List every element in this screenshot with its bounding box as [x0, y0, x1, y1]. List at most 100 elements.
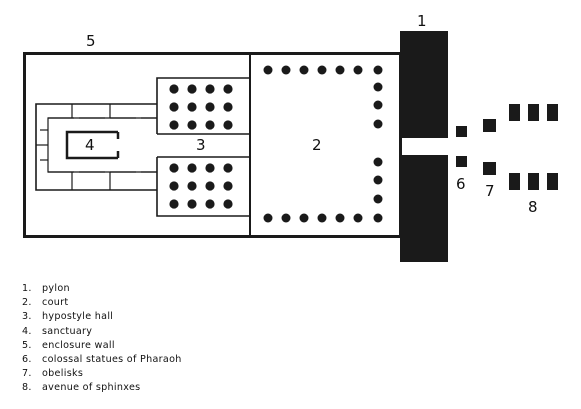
- column: [187, 84, 197, 94]
- column: [281, 213, 291, 223]
- column: [187, 181, 197, 191]
- column: [373, 100, 383, 110]
- column: [373, 175, 383, 185]
- column: [299, 65, 309, 75]
- column: [223, 84, 233, 94]
- label-sanctuary: 4: [85, 136, 95, 154]
- legend-text: obelisks: [42, 368, 84, 380]
- column: [169, 199, 179, 209]
- legend-number: 8.: [22, 382, 32, 394]
- column: [263, 213, 273, 223]
- column: [187, 120, 197, 130]
- sphinx: [509, 173, 520, 190]
- legend-item: 1. pylon: [22, 282, 182, 296]
- column: [205, 199, 215, 209]
- legend-number: 6.: [22, 353, 32, 365]
- column: [353, 65, 363, 75]
- hypostyle-hall: [156, 77, 250, 217]
- column: [263, 65, 273, 75]
- hypostyle-columns: [169, 84, 233, 209]
- label-court: 2: [312, 136, 322, 154]
- label-obelisks: 7: [485, 182, 495, 200]
- avenue-of-sphinxes: [509, 104, 558, 190]
- legend-text: court: [42, 297, 69, 309]
- legend-number: 3.: [22, 311, 32, 323]
- legend-text: hypostyle hall: [42, 311, 114, 323]
- column: [205, 84, 215, 94]
- legend-number: 1.: [22, 283, 32, 294]
- legend-text: sanctuary: [42, 325, 93, 337]
- column: [205, 120, 215, 130]
- column: [169, 84, 179, 94]
- column: [187, 102, 197, 112]
- inner-complex-outer-wall: [35, 103, 157, 191]
- legend-item: 3. hypostyle hall: [22, 310, 182, 324]
- legend-item: 4. sanctuary: [22, 325, 182, 339]
- hypostyle-hall-north-block: [156, 77, 250, 134]
- legend: 1. pylon 2. court 3. hypostyle hall 4. sanct…: [22, 282, 182, 396]
- column: [223, 163, 233, 173]
- legend-number: 5.: [22, 339, 32, 351]
- colossal-statue-north: [456, 126, 467, 137]
- legend-text: avenue of sphinxes: [42, 382, 141, 394]
- sphinx: [547, 173, 558, 190]
- column: [187, 163, 197, 173]
- label-sphinxes: 8: [528, 198, 538, 216]
- column: [353, 213, 363, 223]
- inner-complex-inner-wall: [47, 117, 157, 173]
- column: [223, 120, 233, 130]
- column: [205, 102, 215, 112]
- column: [373, 119, 383, 129]
- label-pylon: 1: [417, 12, 427, 30]
- legend-text: pylon: [42, 283, 70, 294]
- pylon-north-tower: [400, 31, 448, 138]
- column: [299, 213, 309, 223]
- column: [373, 213, 383, 223]
- legend-item: 7. obelisks: [22, 367, 182, 381]
- court-colonnade: [263, 65, 383, 223]
- column: [317, 65, 327, 75]
- column: [187, 199, 197, 209]
- column: [373, 194, 383, 204]
- column: [205, 181, 215, 191]
- column: [223, 102, 233, 112]
- legend-text: enclosure wall: [42, 339, 115, 351]
- sphinx: [528, 104, 539, 121]
- column: [205, 163, 215, 173]
- legend-item: 5. enclosure wall: [22, 339, 182, 353]
- legend-number: 7.: [22, 368, 32, 380]
- column: [281, 65, 291, 75]
- side-rooms: [36, 104, 157, 190]
- column: [223, 181, 233, 191]
- sphinx: [547, 104, 558, 121]
- column: [373, 157, 383, 167]
- temple-plan-diagram: 1 2 3 4 5 6 7 8: [23, 12, 558, 262]
- column: [335, 65, 345, 75]
- column: [223, 199, 233, 209]
- column: [373, 65, 383, 75]
- label-hypostyle-hall: 3: [196, 136, 206, 154]
- label-statues: 6: [456, 175, 466, 193]
- column: [335, 213, 345, 223]
- sphinx: [509, 104, 520, 121]
- legend-number: 2.: [22, 297, 32, 309]
- pylon-south-tower: [400, 155, 448, 262]
- hypostyle-hall-south-block: [156, 157, 250, 217]
- inner-sanctuary-complex: [35, 103, 157, 191]
- column: [169, 102, 179, 112]
- column: [169, 163, 179, 173]
- obelisk-north: [483, 119, 496, 132]
- obelisk-south: [483, 162, 496, 175]
- column: [169, 181, 179, 191]
- label-enclosure-wall: 5: [86, 32, 96, 50]
- enclosure-wall: [23, 52, 402, 238]
- column: [169, 120, 179, 130]
- legend-item: 2. court: [22, 296, 182, 310]
- column: [373, 82, 383, 92]
- legend-item: 8. avenue of sphinxes: [22, 381, 182, 395]
- legend-text: colossal statues of Pharaoh: [42, 353, 182, 365]
- colossal-statue-south: [456, 156, 467, 167]
- legend-number: 4.: [22, 325, 32, 337]
- sphinx: [528, 173, 539, 190]
- sanctuary: [65, 130, 118, 160]
